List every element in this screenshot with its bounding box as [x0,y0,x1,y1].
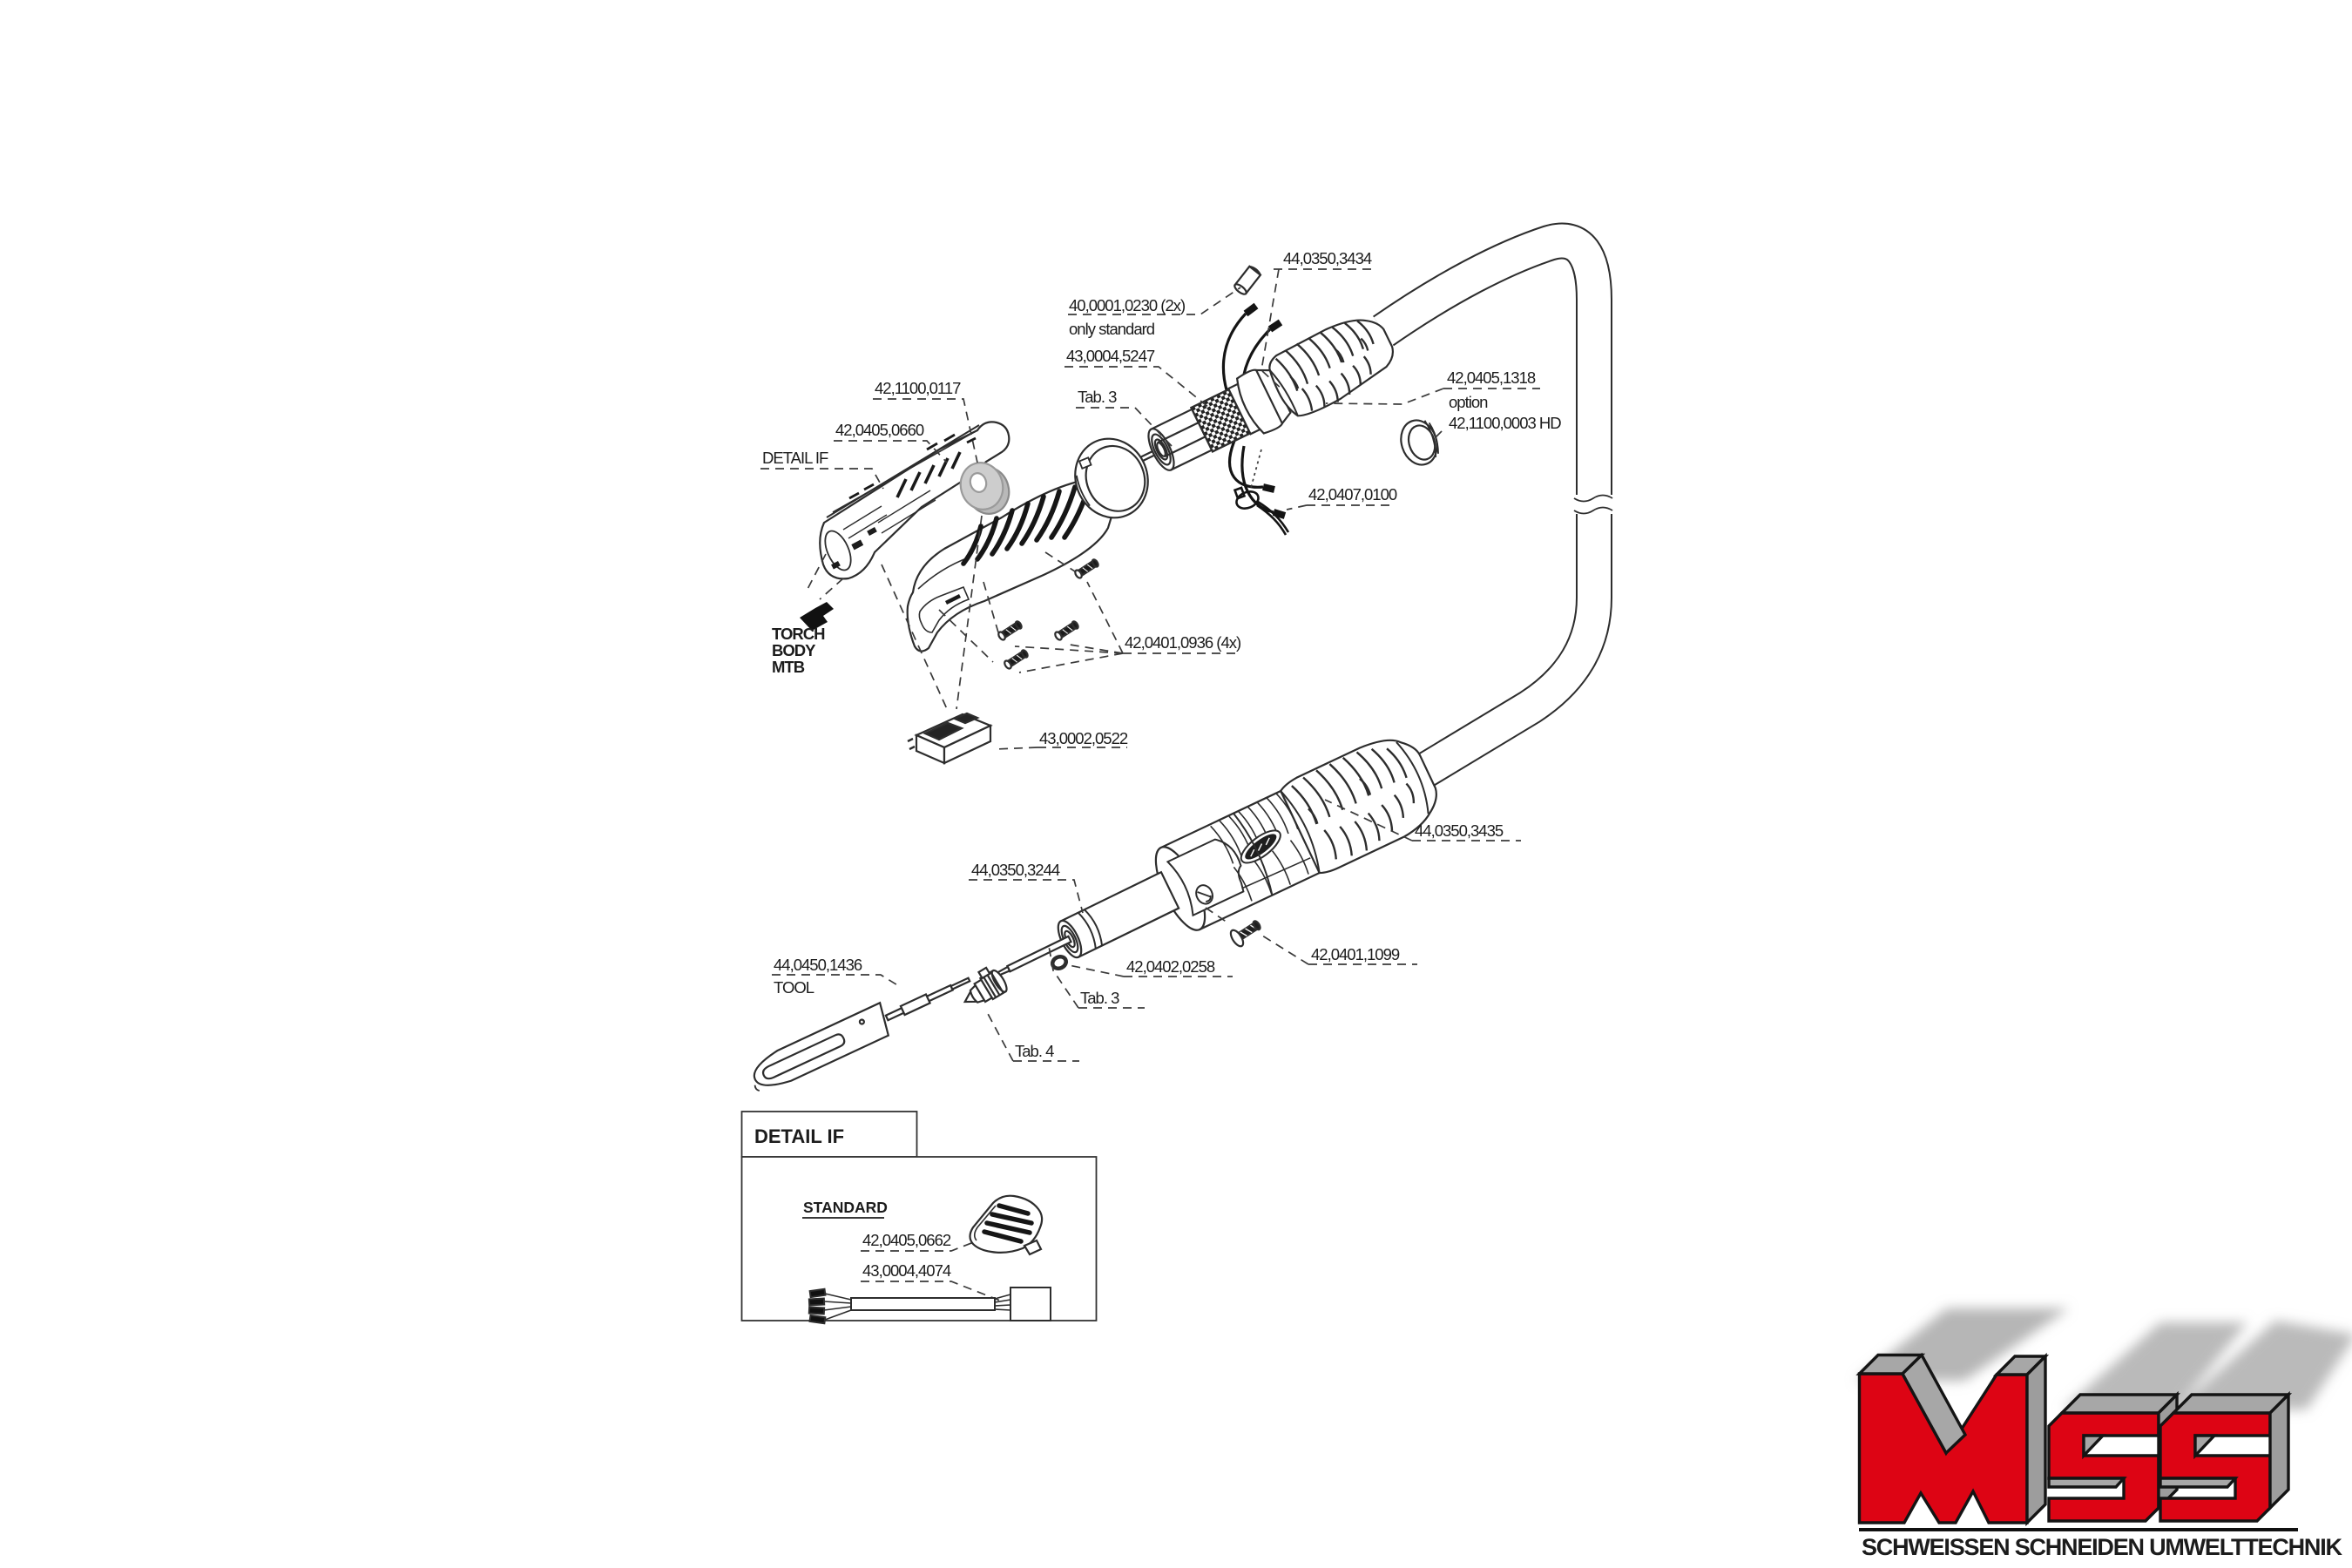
svg-text:BODY: BODY [772,641,816,659]
svg-text:43,0002,0522: 43,0002,0522 [1039,729,1128,747]
svg-text:DETAIL IF: DETAIL IF [754,1125,844,1147]
svg-text:TORCH: TORCH [772,625,825,643]
svg-text:40,0001,0230 (2x): 40,0001,0230 (2x) [1069,296,1186,314]
svg-text:42,1100,0117: 42,1100,0117 [875,379,961,397]
svg-text:43,0004,4074: 43,0004,4074 [862,1261,951,1280]
svg-text:only standard: only standard [1069,320,1155,338]
svg-text:Tab. 3: Tab. 3 [1080,989,1119,1007]
svg-text:44,0450,1436: 44,0450,1436 [774,956,862,974]
svg-text:42,0405,0662: 42,0405,0662 [862,1231,951,1249]
svg-text:42,0401,1099: 42,0401,1099 [1311,945,1400,963]
svg-text:42,0402,0258: 42,0402,0258 [1126,957,1215,976]
svg-text:DETAIL IF: DETAIL IF [762,449,828,467]
svg-text:44,0350,3434: 44,0350,3434 [1283,249,1372,267]
svg-text:42,0405,0660: 42,0405,0660 [835,421,924,439]
svg-text:Tab. 4: Tab. 4 [1015,1042,1054,1060]
svg-text:42,0407,0100: 42,0407,0100 [1308,485,1397,504]
svg-text:42,0405,1318: 42,0405,1318 [1447,368,1536,387]
svg-text:TOOL: TOOL [774,978,814,997]
svg-text:44,0350,3435: 44,0350,3435 [1415,821,1504,840]
svg-text:Tab. 3: Tab. 3 [1078,388,1117,406]
svg-text:STANDARD: STANDARD [803,1199,888,1216]
svg-text:option: option [1449,393,1488,411]
svg-text:42,1100,0003 HD: 42,1100,0003 HD [1449,414,1561,432]
svg-text:43,0004,5247: 43,0004,5247 [1066,347,1155,365]
svg-text:42,0401,0936 (4x): 42,0401,0936 (4x) [1125,633,1241,652]
svg-text:SCHWEISSEN SCHNEIDEN UMWELTTEC: SCHWEISSEN SCHNEIDEN UMWELTTECHNIK [1862,1534,2343,1560]
svg-text:44,0350,3244: 44,0350,3244 [971,861,1060,879]
svg-text:MTB: MTB [772,658,805,676]
